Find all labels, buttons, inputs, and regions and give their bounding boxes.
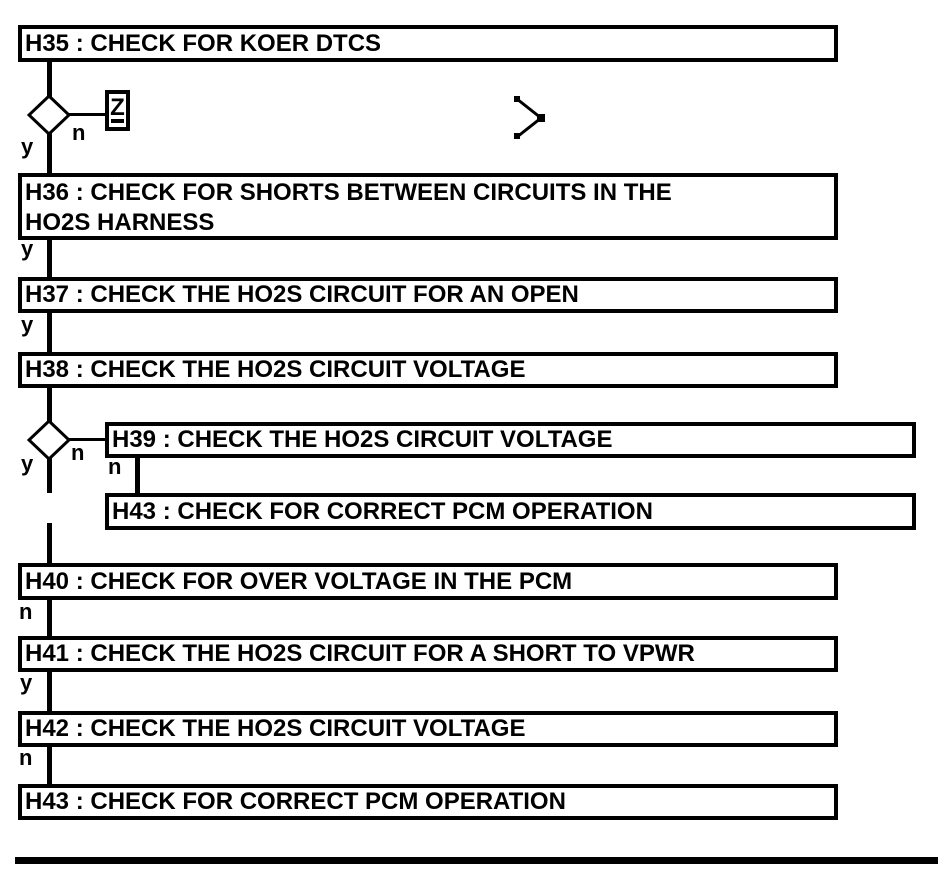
offpage-connector-z-underline [111,119,124,123]
flowchart-box-h37-label: H37 : CHECK THE HO2S CIRCUIT FOR AN OPEN [25,281,579,308]
connector-h40-to-h41 [47,598,52,638]
edge-label-h35-yes: y [21,134,34,159]
flowchart-box-h36: H36 : CHECK FOR SHORTS BETWEEN CIRCUITS … [18,173,838,240]
flowchart-box-h42-label: H42 : CHECK THE HO2S CIRCUIT VOLTAGE [25,715,526,742]
flowchart-box-h41: H41 : CHECK THE HO2S CIRCUIT FOR A SHORT… [18,636,838,672]
flowchart-box-h35-label: H35 : CHECK FOR KOER DTCS [25,29,382,57]
connector-h41-to-h42 [47,670,52,713]
flowchart-box-h43-upper-label: H43 : CHECK FOR CORRECT PCM OPERATION [112,497,653,525]
edge-label-h35-no: n [72,120,86,145]
edge-label-h42-no: n [19,745,33,770]
connector-diamond2-down-segment2 [47,523,52,565]
offpage-connector-z-label: Z [110,94,125,121]
connector-h35-to-diamond1 [47,60,52,100]
flowchart-box-h38: H38 : CHECK THE HO2S CIRCUIT VOLTAGE [18,352,838,388]
flowchart-box-h38-label: H38 : CHECK THE HO2S CIRCUIT VOLTAGE [25,356,526,383]
flowchart-box-h43-lower-label: H43 : CHECK FOR CORRECT PCM OPERATION [25,788,566,815]
edge-label-h37-yes: y [21,312,34,337]
edge-label-h36-yes: y [21,236,34,261]
decision-diamond-h38 [27,419,71,461]
flowchart-box-h40: H40 : CHECK FOR OVER VOLTAGE IN THE PCM [18,563,838,600]
connector-h38-to-diamond2 [47,386,52,424]
connector-h36-to-h37 [47,238,52,279]
connector-h42-to-h43 [47,745,52,786]
edge-label-h38-yes: y [21,451,34,476]
connector-diamond1-to-z [66,113,107,116]
edge-label-h38-no: n [71,440,85,465]
flowchart-box-h43-lower: H43 : CHECK FOR CORRECT PCM OPERATION [18,784,838,820]
edge-label-h40-no: n [19,599,33,624]
flowchart-box-h35: H35 : CHECK FOR KOER DTCS [18,25,838,62]
connector-diamond2-down-segment1 [47,455,52,493]
page-divider [15,857,938,864]
connector-diamond1-to-h36 [47,131,52,175]
connector-diamond2-to-h39 [66,438,107,441]
flowchart-box-h39-label: H39 : CHECK THE HO2S CIRCUIT VOLTAGE [112,426,613,453]
offpage-connector-z: Z [105,90,130,131]
connector-h39-to-h43a [135,456,140,495]
flowchart-box-h42: H42 : CHECK THE HO2S CIRCUIT VOLTAGE [18,711,838,747]
flowchart-box-h36-label-line1: H36 : CHECK FOR SHORTS BETWEEN CIRCUITS … [25,179,672,206]
flowchart-box-h40-label: H40 : CHECK FOR OVER VOLTAGE IN THE PCM [25,567,573,595]
flowchart-box-h36-label-line2: HO2S HARNESS [25,209,215,236]
decision-diamond-h35 [27,94,71,136]
flowchart-box-h37: H37 : CHECK THE HO2S CIRCUIT FOR AN OPEN [18,277,838,313]
chevron-right-icon [514,96,545,139]
flowchart-box-h43-upper: H43 : CHECK FOR CORRECT PCM OPERATION [105,493,916,530]
edge-label-h39-no: n [108,454,122,479]
flowchart-box-h41-label: H41 : CHECK THE HO2S CIRCUIT FOR A SHORT… [25,640,695,667]
connector-h37-to-h38 [47,311,52,354]
edge-label-h41-yes: y [20,670,33,695]
flowchart-box-h39: H39 : CHECK THE HO2S CIRCUIT VOLTAGE [105,422,916,458]
